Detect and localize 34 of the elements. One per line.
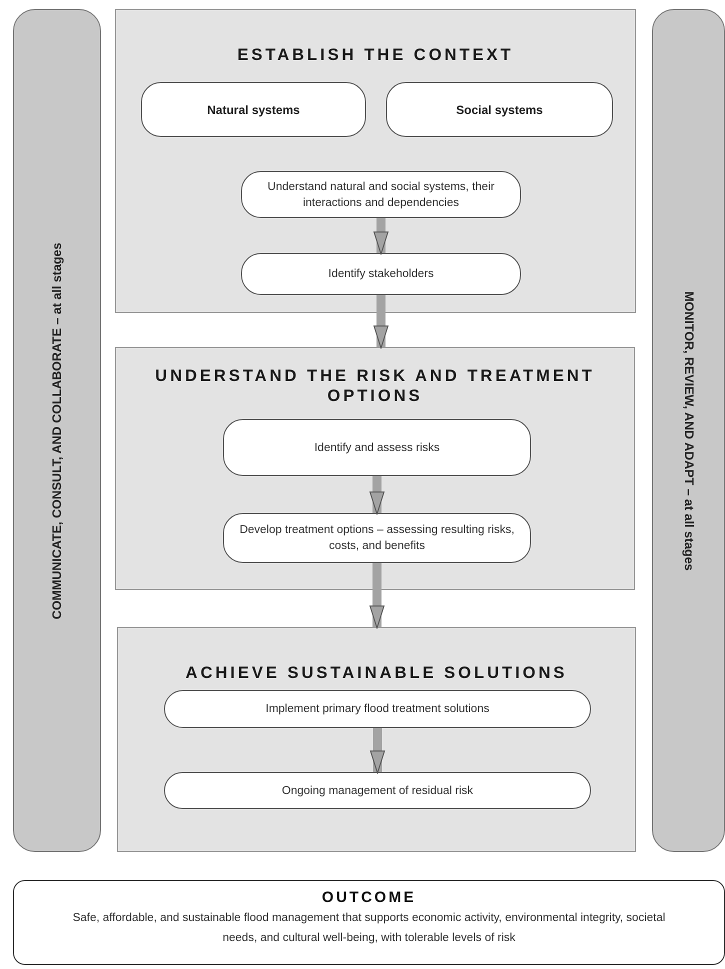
process-box	[241, 253, 521, 295]
block-arrow	[370, 476, 384, 514]
step-label: Natural systems	[206, 102, 301, 118]
stage-title: UNDERSTAND THE RISK AND TREATMENT OPTIONS	[154, 366, 596, 406]
system-box	[386, 82, 613, 137]
block-arrow	[374, 295, 388, 348]
step-label: Develop treatment options – assessing resulting risks, costs, and benefits	[238, 523, 516, 554]
step-label: Social systems	[455, 102, 544, 118]
stage-title: ESTABLISH THE CONTEXT	[236, 45, 515, 65]
process-box	[223, 513, 531, 563]
step-label: Ongoing management of residual risk	[280, 784, 474, 798]
process-box	[241, 171, 521, 218]
block-arrow	[370, 728, 385, 774]
outcome-title: OUTCOME	[320, 889, 418, 906]
process-box	[164, 772, 591, 809]
process-box	[164, 690, 591, 728]
step-label: Identify stakeholders	[327, 267, 435, 282]
step-label: Understand natural and social systems, their interactions and dependencies	[266, 180, 496, 210]
stage-title: ACHIEVE SUSTAINABLE SOLUTIONS	[184, 663, 568, 683]
side-label: COMMUNICATE, CONSULT, AND COLLABORATE – at all stages	[50, 242, 64, 619]
side-band	[652, 9, 725, 852]
stage-panel	[115, 9, 636, 313]
stage-panel	[117, 627, 636, 852]
process-box	[223, 419, 531, 476]
step-label: Implement primary flood treatment solutions	[264, 702, 490, 717]
outcome-box	[13, 880, 725, 965]
system-box	[141, 82, 366, 137]
step-label: Identify and assess risks	[313, 440, 441, 456]
block-arrow	[370, 563, 384, 628]
stage-panel	[115, 347, 635, 590]
side-label: MONITOR, REVIEW, AND ADAPT – at all stages	[682, 290, 696, 570]
outcome-text: Safe, affordable, and sustainable flood management that supports economic activity, environmental integrity, societal needs, and cultural well-being, with tolerable levels of risk	[72, 911, 666, 946]
side-band	[13, 9, 101, 852]
block-arrow	[374, 218, 388, 254]
